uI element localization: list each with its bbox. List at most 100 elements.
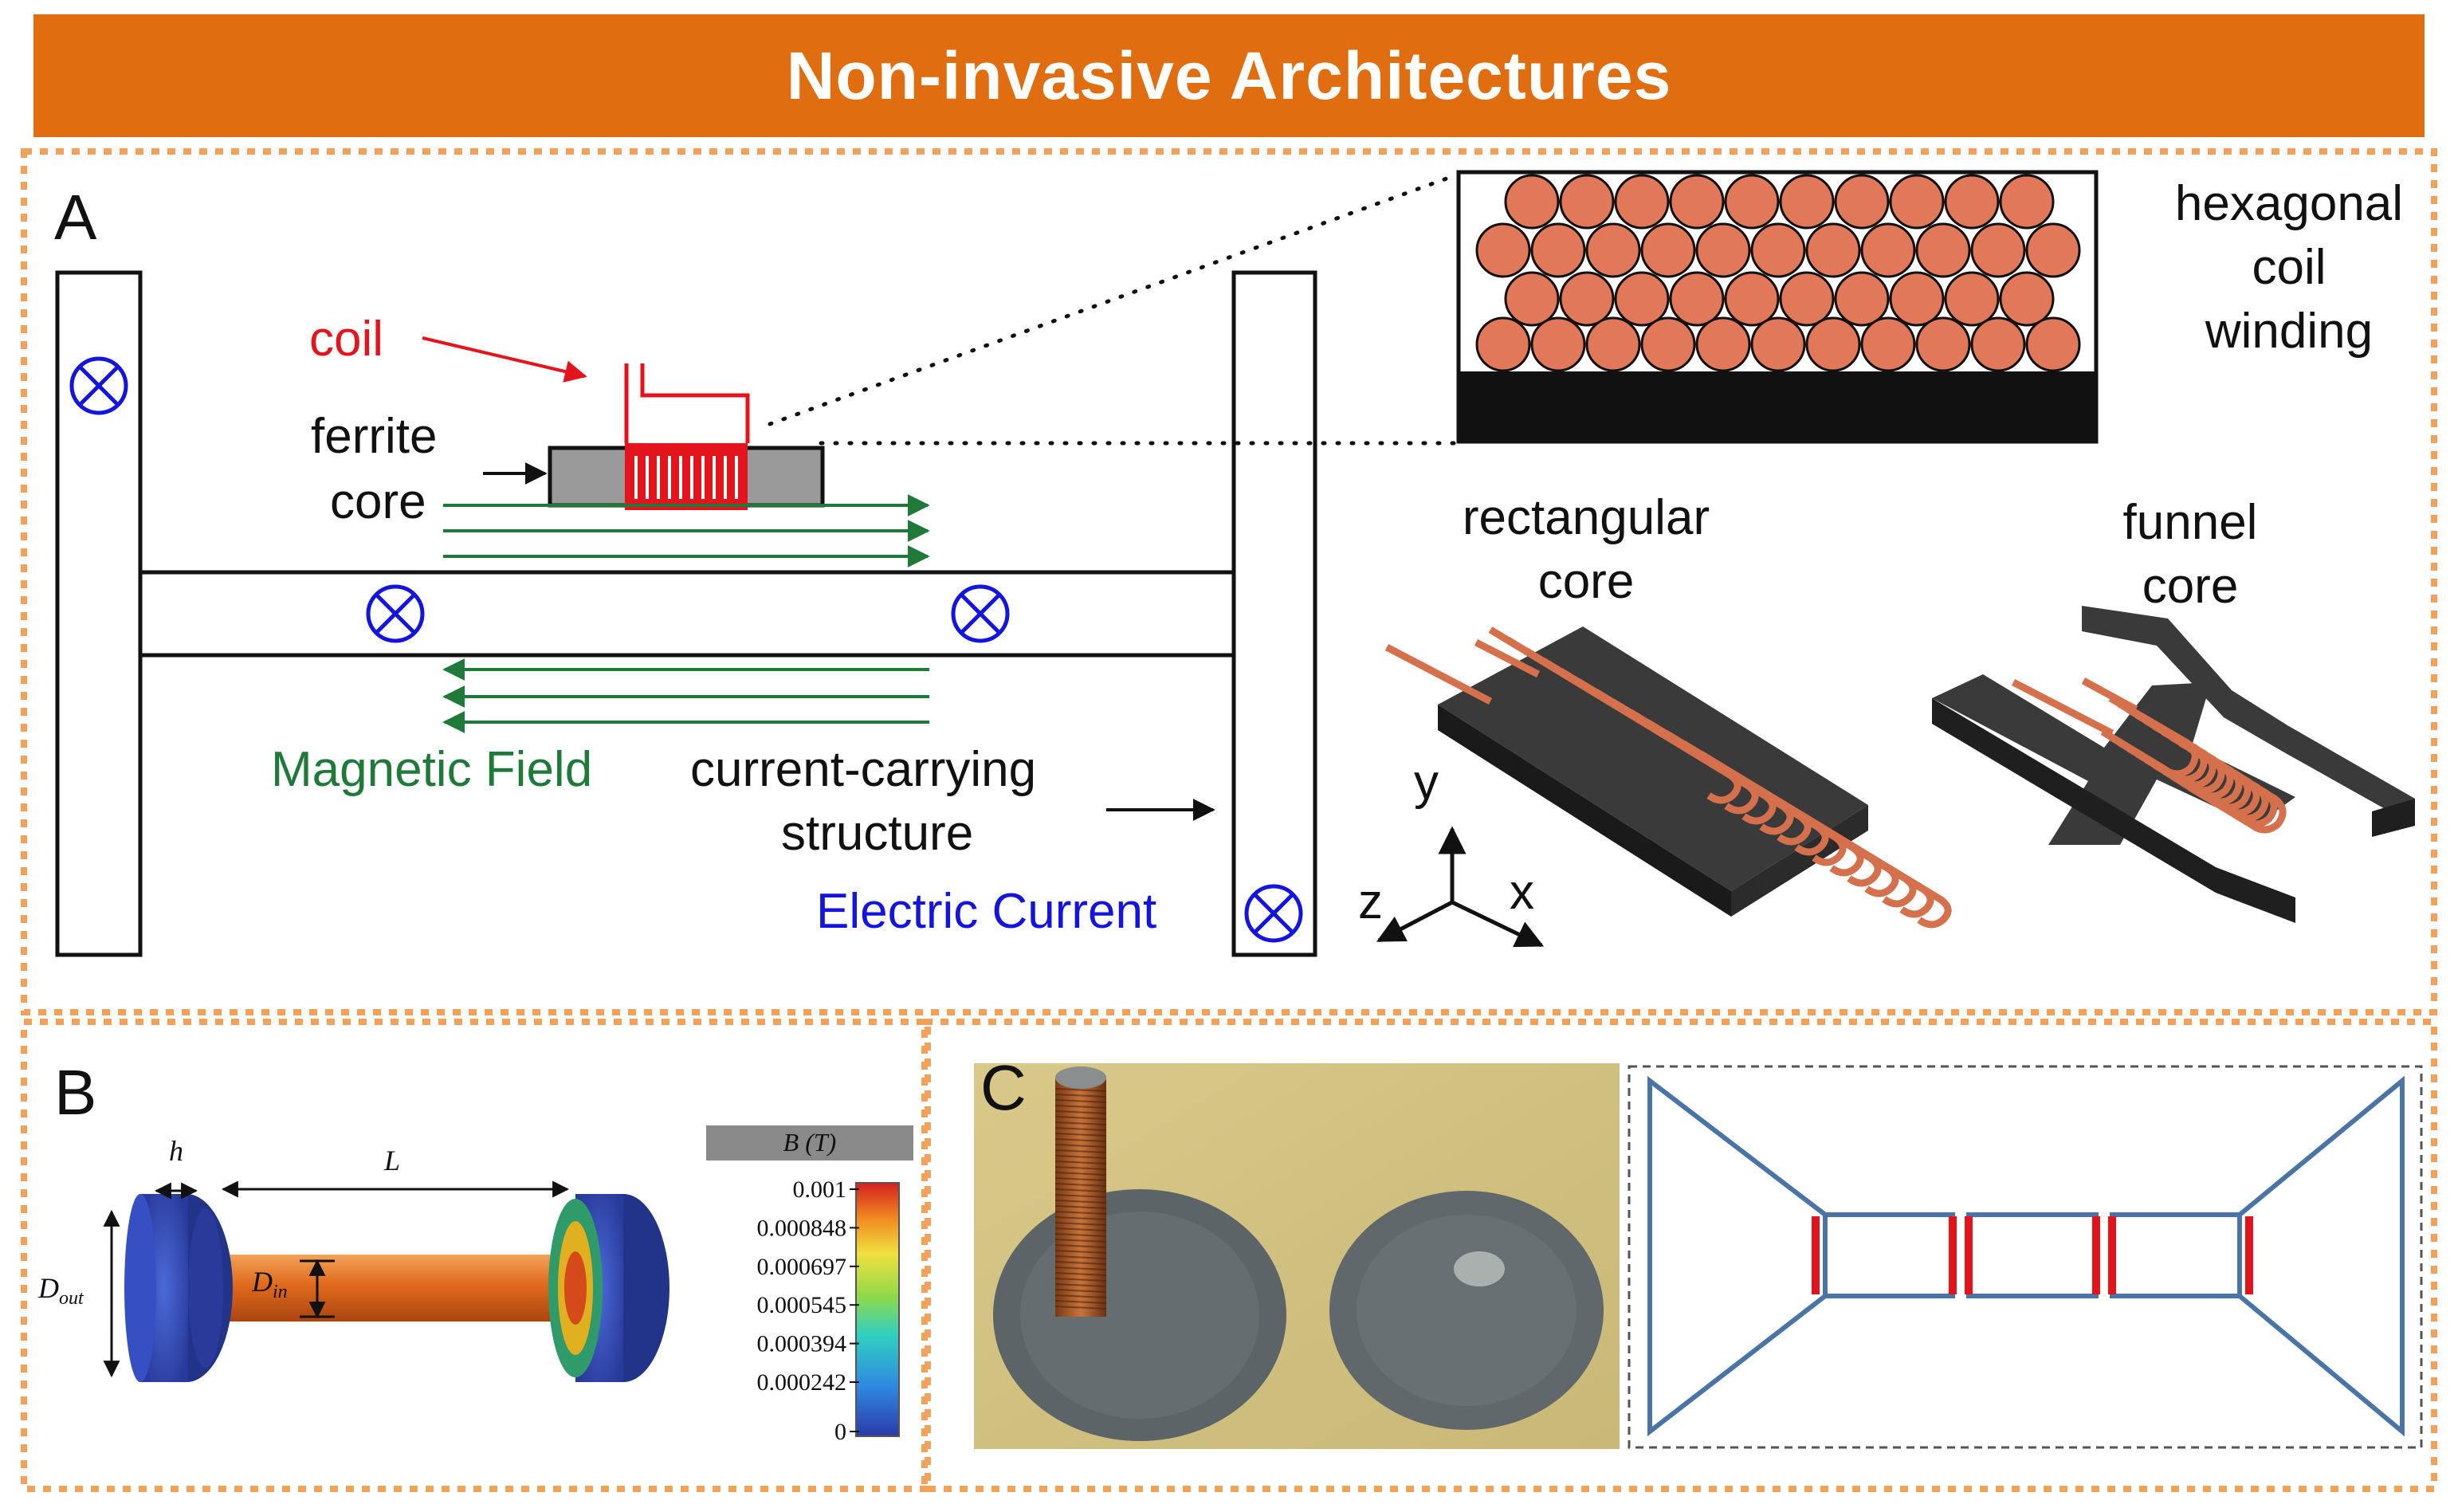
- colorbar-tick-label: 0.000242: [757, 1369, 847, 1396]
- photo-coil-turn: [1054, 1194, 1107, 1198]
- wire-cross-section: [1779, 174, 1835, 230]
- wire-cross-section: [1999, 271, 2055, 327]
- wire-cross-section: [1970, 222, 2026, 278]
- panel-a: A: [54, 170, 2415, 957]
- photo-coil-turn: [1054, 1188, 1107, 1192]
- wire-cross-section: [1475, 316, 1531, 372]
- colorbar-tick-label: 0.000545: [757, 1292, 847, 1318]
- wire-cross-section: [1834, 271, 1890, 327]
- wire-cross-section: [1915, 222, 1971, 278]
- wire-cross-section: [1779, 271, 1835, 327]
- photo-coil-turn: [1054, 1155, 1107, 1159]
- dim-Din-label: Din: [251, 1266, 288, 1302]
- funnel-core-schematic: [1628, 1065, 2423, 1449]
- rectangular-core-model: [1384, 626, 1952, 929]
- colorbar-header: [706, 1125, 913, 1161]
- photo-coil-turn: [1054, 1306, 1107, 1310]
- ferrite-label-line1: ferrite: [311, 409, 437, 464]
- rect-core-windings: [1488, 626, 1952, 929]
- photo-coil-turn: [1054, 1233, 1107, 1237]
- panel-c: C: [974, 1052, 2423, 1449]
- left-pillar: [55, 270, 143, 957]
- photo-coil-turn: [1054, 1283, 1107, 1287]
- magnetic-field-lines: [442, 494, 930, 733]
- inset-label-line2: coil: [2252, 240, 2326, 295]
- photo-coil-turn: [1054, 1149, 1107, 1153]
- photo-coil-turn: [1054, 1222, 1107, 1226]
- photo-coil-turn: [1054, 1205, 1107, 1209]
- photo-coil-turns: [1054, 1088, 1107, 1310]
- photo-coil-turn: [1054, 1172, 1107, 1176]
- into-page-cross-icon: [366, 584, 425, 643]
- wire-cross-section: [1695, 222, 1751, 278]
- into-page-cross-icon: [1244, 884, 1303, 943]
- dim-L-label: L: [383, 1145, 400, 1176]
- simulation-render: [124, 1194, 669, 1382]
- photo-coil-turn: [1054, 1227, 1107, 1231]
- funnel-core-label-line1: funnel: [2123, 495, 2258, 550]
- photo-coil-turn: [1054, 1094, 1107, 1098]
- photo-coil-turn: [1054, 1105, 1107, 1109]
- wire-cross-section: [1834, 174, 1890, 230]
- wire-cross-section: [1475, 222, 1531, 278]
- xyz-axes: [1376, 826, 1545, 948]
- funnel-core-model: [1932, 606, 2415, 923]
- dim-h-label: h: [169, 1135, 183, 1167]
- wire-cross-section: [1640, 222, 1696, 278]
- panel-c-frame: [921, 1019, 2437, 1492]
- banner-title: Non-invasive Architectures: [786, 37, 1672, 113]
- electric-current-label: Electric Current: [816, 884, 1156, 939]
- wire-cross-section: [1724, 271, 1780, 327]
- photo-coil-turn: [1054, 1216, 1107, 1220]
- photo-coil-turn: [1054, 1211, 1107, 1215]
- wire-cross-section: [1530, 316, 1586, 372]
- wire-cross-section: [1530, 222, 1586, 278]
- hexagonal-coil-inset: [1456, 170, 2099, 444]
- wire-cross-section: [1860, 316, 1916, 372]
- coil-label: coil: [309, 312, 383, 367]
- wire-cross-sections: [1475, 174, 2081, 372]
- panel-b-label: B: [54, 1057, 96, 1128]
- photo-coil-turn: [1054, 1088, 1107, 1092]
- wire-cross-section: [1805, 222, 1861, 278]
- wire-cross-section: [1640, 316, 1696, 372]
- wire-cross-section: [1970, 316, 2026, 372]
- rect-core-label-line1: rectangular: [1463, 490, 1710, 545]
- wire-cross-section: [2025, 316, 2081, 372]
- photo-coil-turn: [1054, 1183, 1107, 1187]
- wire-cross-section: [1999, 174, 2055, 230]
- photo-coil-turn: [1054, 1099, 1107, 1103]
- wire-cross-section: [1585, 316, 1641, 372]
- title-banner: Non-invasive Architectures: [33, 14, 2425, 137]
- photo-coil-turn: [1054, 1244, 1107, 1248]
- wire-cross-section: [1559, 174, 1615, 230]
- axis-z-label: z: [1358, 874, 1383, 929]
- photo-coil-turn: [1054, 1138, 1107, 1142]
- central-rod: [215, 1255, 582, 1322]
- photo-coil-turn: [1054, 1144, 1107, 1148]
- wire-cross-section: [1750, 222, 1806, 278]
- inset-ferrite-base: [1459, 371, 2096, 442]
- wire-cross-section: [1504, 174, 1560, 230]
- wire-cross-section: [1669, 174, 1725, 230]
- colorbar-title: B (T): [783, 1128, 837, 1157]
- colorbar-ticks: 0.0010.0008480.0006970.0005450.0003940.0…: [757, 1176, 859, 1445]
- photo-coil-turn: [1054, 1239, 1107, 1243]
- colorbar-scale: [855, 1182, 900, 1437]
- panel-b: B h L Dout Din: [37, 1057, 913, 1445]
- photo-coil-turn: [1054, 1255, 1107, 1259]
- wire-cross-section: [1585, 222, 1641, 278]
- wire-cross-section: [1915, 316, 1971, 372]
- wire-cross-section: [1559, 271, 1615, 327]
- structure-label-line2: structure: [781, 806, 973, 861]
- photo-coil-turn: [1054, 1278, 1107, 1282]
- colorbar-tick-label: 0.001: [793, 1176, 847, 1203]
- photo-coil-turn: [1054, 1177, 1107, 1181]
- inset-label-line3: winding: [2205, 304, 2373, 359]
- into-page-cross-icon: [69, 356, 128, 415]
- dimension-lines: [103, 1180, 570, 1378]
- rect-core-label-line2: core: [1538, 554, 1635, 609]
- photo-coil-turn: [1054, 1166, 1107, 1170]
- wire-cross-section: [1724, 174, 1780, 230]
- wire-cross-section: [1944, 174, 2000, 230]
